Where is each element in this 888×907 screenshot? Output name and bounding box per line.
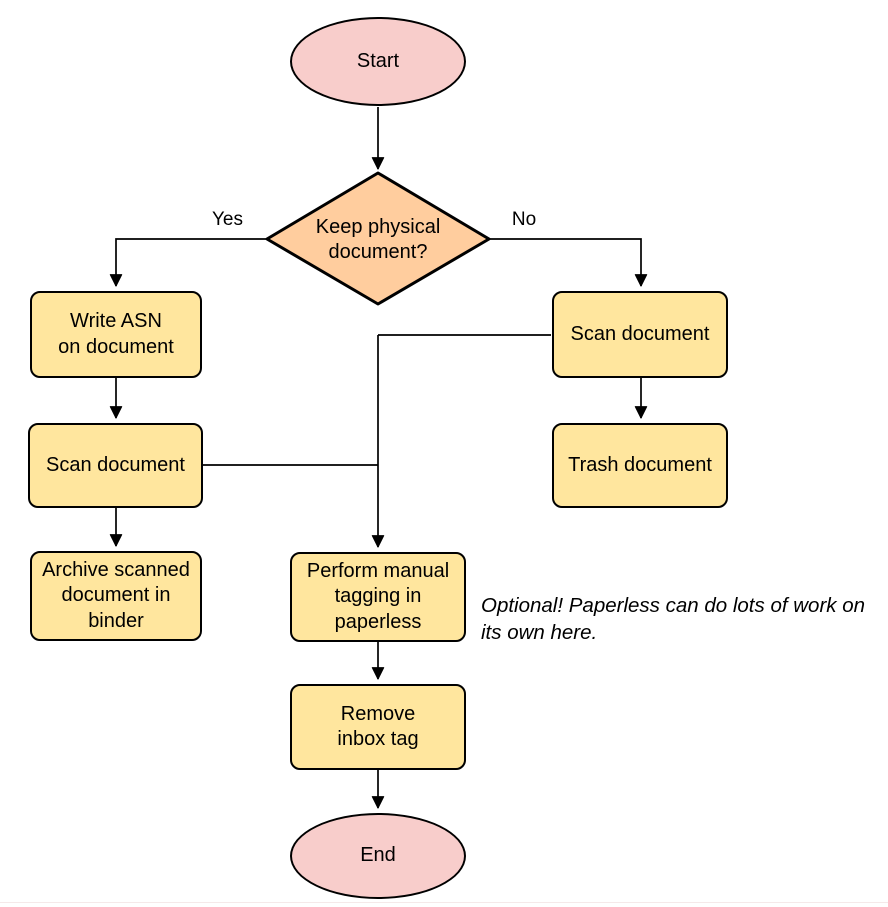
node-tagging-label: Perform manual tagging in paperless [306,559,450,633]
node-end: End [290,813,466,899]
node-archive-label: Archive scanned document in binder [42,558,190,632]
node-write-asn: Write ASN on document [30,291,202,378]
node-start-label: Start [356,49,400,72]
node-end-label: End [360,844,396,867]
node-remove-inbox: Remove inbox tag [290,684,466,770]
node-tagging: Perform manual tagging in paperless [290,552,466,642]
node-start: Start [290,17,466,106]
node-scan-left-label: Scan document [46,453,185,476]
edge-yes-to-write-asn [109,238,266,287]
bottom-hairline [0,902,888,903]
edge-label-yes: Yes [212,209,243,230]
annotation-note: Optional! Paperless can do lots of work … [481,594,866,645]
node-decision-label: Keep physical document? [315,215,441,263]
decision-diamond-shape [265,171,491,306]
edge-no-to-scan-right [489,238,648,287]
node-archive: Archive scanned document in binder [30,551,202,641]
node-scan-right-label: Scan document [570,322,710,345]
node-remove-inbox-label: Remove inbox tag [337,702,419,750]
node-scan-right: Scan document [552,291,728,378]
node-trash: Trash document [552,423,728,508]
node-scan-left: Scan document [28,423,203,508]
node-write-asn-label: Write ASN on document [58,310,174,358]
edge-label-no: No [511,209,537,230]
node-trash-label: Trash document [568,453,712,476]
